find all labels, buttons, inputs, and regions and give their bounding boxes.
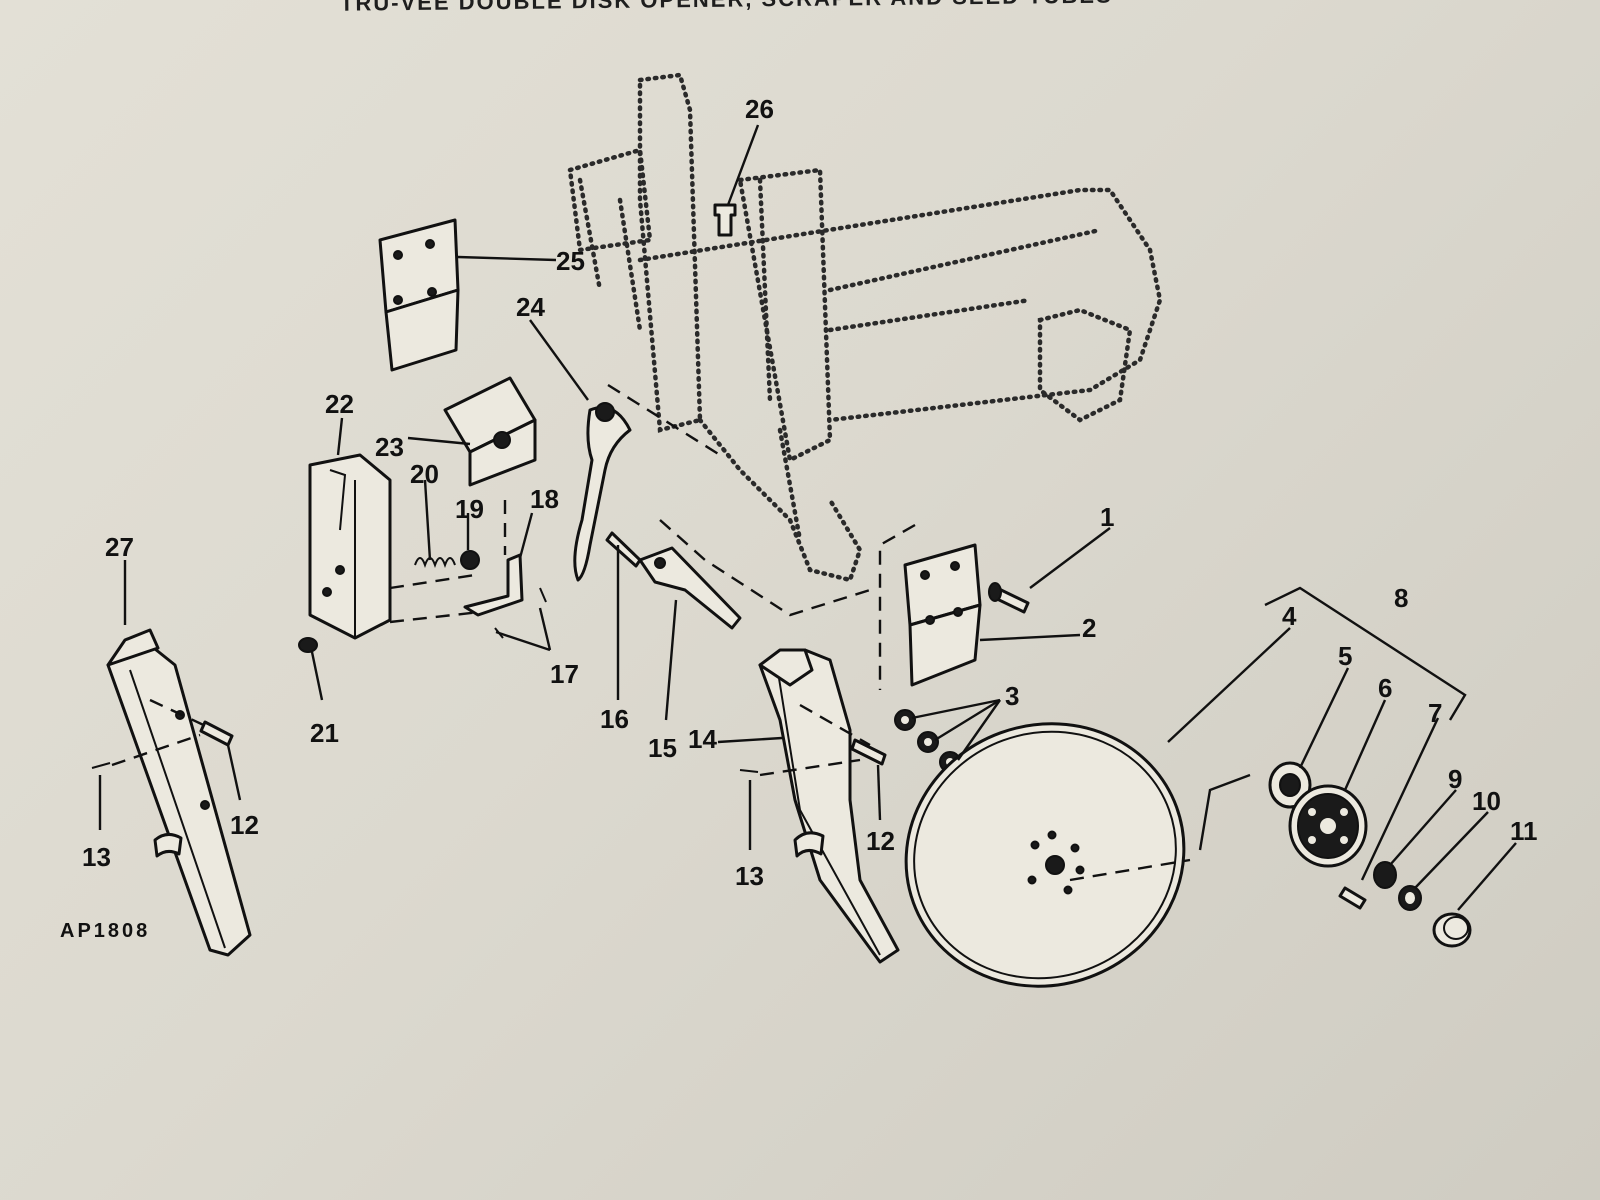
part-13-pin-center [739,769,759,773]
ghost-frame-outline [567,72,1163,583]
callout-19: 19 [455,494,484,524]
callout-12-left: 12 [230,810,259,840]
callout-1: 1 [1100,502,1114,532]
part-2-disk-bracket [903,543,982,687]
alignment-line-hub [1198,773,1251,851]
part-14-seed-tube [758,648,900,964]
alignment-line-tube-pin [759,758,861,777]
part-25-bracket [378,218,460,372]
part-15-arm [638,546,742,630]
callout-5: 5 [1338,641,1352,671]
part-20-spring [414,557,456,568]
callout-14: 14 [688,724,717,754]
callout-15: 15 [648,733,677,763]
part-19-nut [460,550,480,570]
callout-11: 11 [1510,816,1538,846]
part-12-bolt-left [199,720,234,747]
callout-10: 10 [1472,786,1501,816]
callout-13-left: 13 [82,842,111,872]
callout-labels: 1 2 3 4 5 6 7 8 9 10 11 12 12 13 13 14 1… [82,94,1538,891]
part-6-hub [1288,784,1368,868]
figure-code: AP1808 [60,920,150,942]
callout-17: 17 [550,659,579,689]
alignment-line-left-pin [111,733,201,767]
callout-20: 20 [410,459,439,489]
part-1-bolt [988,582,1030,614]
callout-25: 25 [556,246,585,276]
callout-12-center: 12 [866,826,895,856]
callout-22: 22 [325,389,354,419]
part-27-seed-tube [106,628,252,957]
callout-21: 21 [310,718,339,748]
part-7-bolt [1338,886,1367,910]
part-22-housing [308,453,392,640]
part-9-washer [1373,861,1397,889]
callout-3: 3 [1005,681,1019,711]
part-23-block [443,376,537,487]
callout-7: 7 [1428,698,1442,728]
bracket-8 [1264,586,1467,721]
callout-23: 23 [375,432,404,462]
alignment-line-left-bolt [149,698,211,730]
callout-27: 27 [105,532,134,562]
callout-24: 24 [516,292,545,322]
callout-16: 16 [600,704,629,734]
callout-6: 6 [1378,673,1392,703]
callout-13-center: 13 [735,861,764,891]
callout-2: 2 [1082,613,1096,643]
part-11-cap [1432,912,1472,948]
part-16-pin [605,531,642,568]
callout-8: 8 [1394,583,1408,613]
callout-9: 9 [1448,764,1462,794]
part-10-nut [1398,885,1422,911]
part-5-bearing [1268,761,1312,809]
callout-4: 4 [1282,601,1297,631]
alignment-lines-upper [389,383,916,690]
alignment-line-tube-bolt [799,703,871,747]
part-13-pin-left [91,762,111,769]
leader-lines [98,124,1517,911]
part-21-knob [298,637,318,653]
callout-18: 18 [530,484,559,514]
callout-26: 26 [745,94,774,124]
part-12-bolt-center [850,738,887,766]
alignment-line-disk [1069,858,1191,882]
part-26-fitting [713,203,737,237]
part-4-disk [904,722,1186,988]
part-24-scraper-arm [573,402,632,582]
